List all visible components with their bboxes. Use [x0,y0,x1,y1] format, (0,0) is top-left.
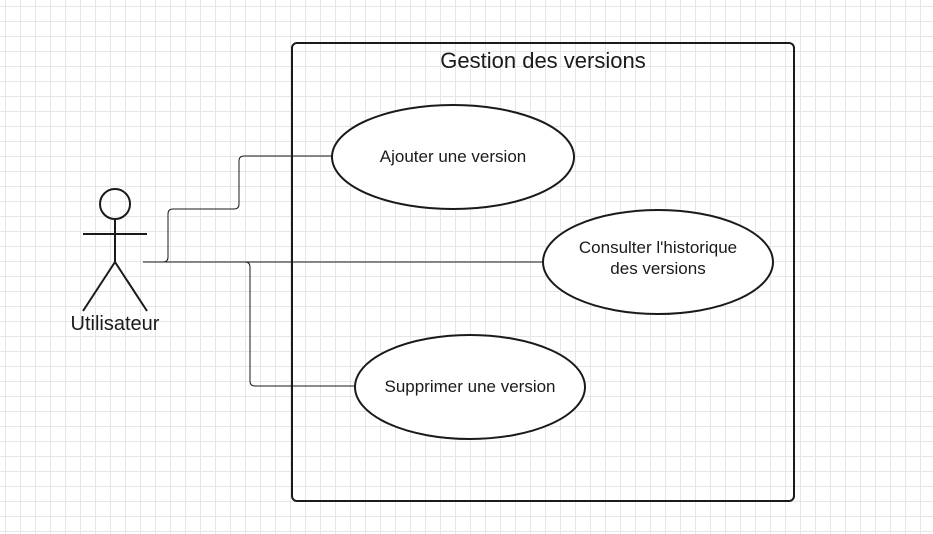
use-case-consulter-label: Consulter l'historique des versions [578,238,738,279]
connector-ajouter[interactable] [143,155,332,263]
use-case-consulter[interactable] [542,209,774,315]
system-title: Gestion des versions [440,48,646,73]
use-case-supprimer-label: Supprimer une version [384,377,556,396]
actor-right-leg [114,261,148,312]
use-case-supprimer[interactable] [354,334,586,440]
actor-head [99,188,131,220]
system-boundary[interactable] [291,42,795,502]
use-case-ajouter[interactable] [331,104,575,210]
connector-supprimer[interactable] [143,261,355,387]
actor-figure[interactable] [82,188,148,312]
use-case-ajouter-label: Ajouter une version [379,147,527,166]
actor-label: Utilisateur [70,313,160,335]
actor-left-leg [82,261,116,312]
